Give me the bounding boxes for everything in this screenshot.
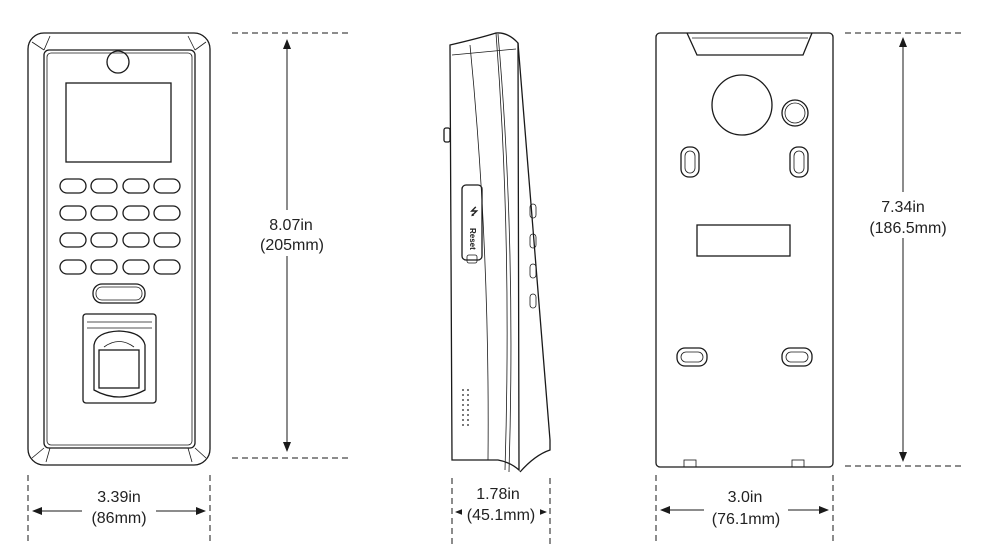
keypad-key xyxy=(90,205,118,221)
side-key-profile xyxy=(529,293,537,309)
side-depth-mm: (45.1mm) xyxy=(467,507,535,524)
fingerprint-sensor xyxy=(82,313,157,404)
display-screen xyxy=(65,82,172,163)
keypad-key xyxy=(59,178,87,194)
mounting-slot xyxy=(680,146,700,178)
usb-reset-port-cover xyxy=(461,184,483,261)
front-width-inches: 3.39in xyxy=(97,489,141,506)
side-depth-inches: 1.78in xyxy=(476,486,520,503)
back-height-mm: (186.5mm) xyxy=(869,220,946,237)
keypad-key xyxy=(122,205,150,221)
mounting-slot xyxy=(789,146,809,178)
side-key-profile xyxy=(529,233,537,249)
back-width-mm: (76.1mm) xyxy=(712,511,780,528)
keypad-key xyxy=(59,232,87,248)
keypad xyxy=(59,178,181,275)
keypad-key xyxy=(90,232,118,248)
keypad-key xyxy=(122,232,150,248)
back-width-inches: 3.0in xyxy=(728,489,763,506)
camera-lens xyxy=(106,50,130,74)
keypad-key xyxy=(153,178,181,194)
mounting-slots xyxy=(676,146,813,367)
tamper-switch-hole xyxy=(781,99,809,127)
back-height-inches: 7.34in xyxy=(881,199,925,216)
cable-hole xyxy=(711,74,773,136)
side-key-profile xyxy=(529,263,537,279)
mounting-slot xyxy=(781,347,813,367)
keypad-key xyxy=(90,178,118,194)
keypad-key xyxy=(153,205,181,221)
back-view-plate xyxy=(655,32,834,468)
keypad-key xyxy=(59,259,87,275)
mounting-slot xyxy=(676,347,708,367)
speaker-grille xyxy=(462,389,469,426)
rectangular-opening xyxy=(696,224,791,257)
front-width-mm: (86mm) xyxy=(91,510,146,527)
keypad-key xyxy=(59,205,87,221)
front-view-device xyxy=(27,32,211,466)
front-height-mm: (205mm) xyxy=(260,237,324,254)
side-key-profile xyxy=(529,203,537,219)
keypad-key xyxy=(153,232,181,248)
keypad-key xyxy=(122,259,150,275)
front-height-inches: 8.07in xyxy=(269,217,313,234)
reset-label: Reset xyxy=(468,228,477,250)
side-view-device: Reset ⭍ xyxy=(443,32,551,473)
function-button xyxy=(92,283,146,304)
keypad-key xyxy=(90,259,118,275)
keypad-key xyxy=(153,259,181,275)
usb-icon: ⭍ xyxy=(470,206,479,218)
keypad-key xyxy=(122,178,150,194)
